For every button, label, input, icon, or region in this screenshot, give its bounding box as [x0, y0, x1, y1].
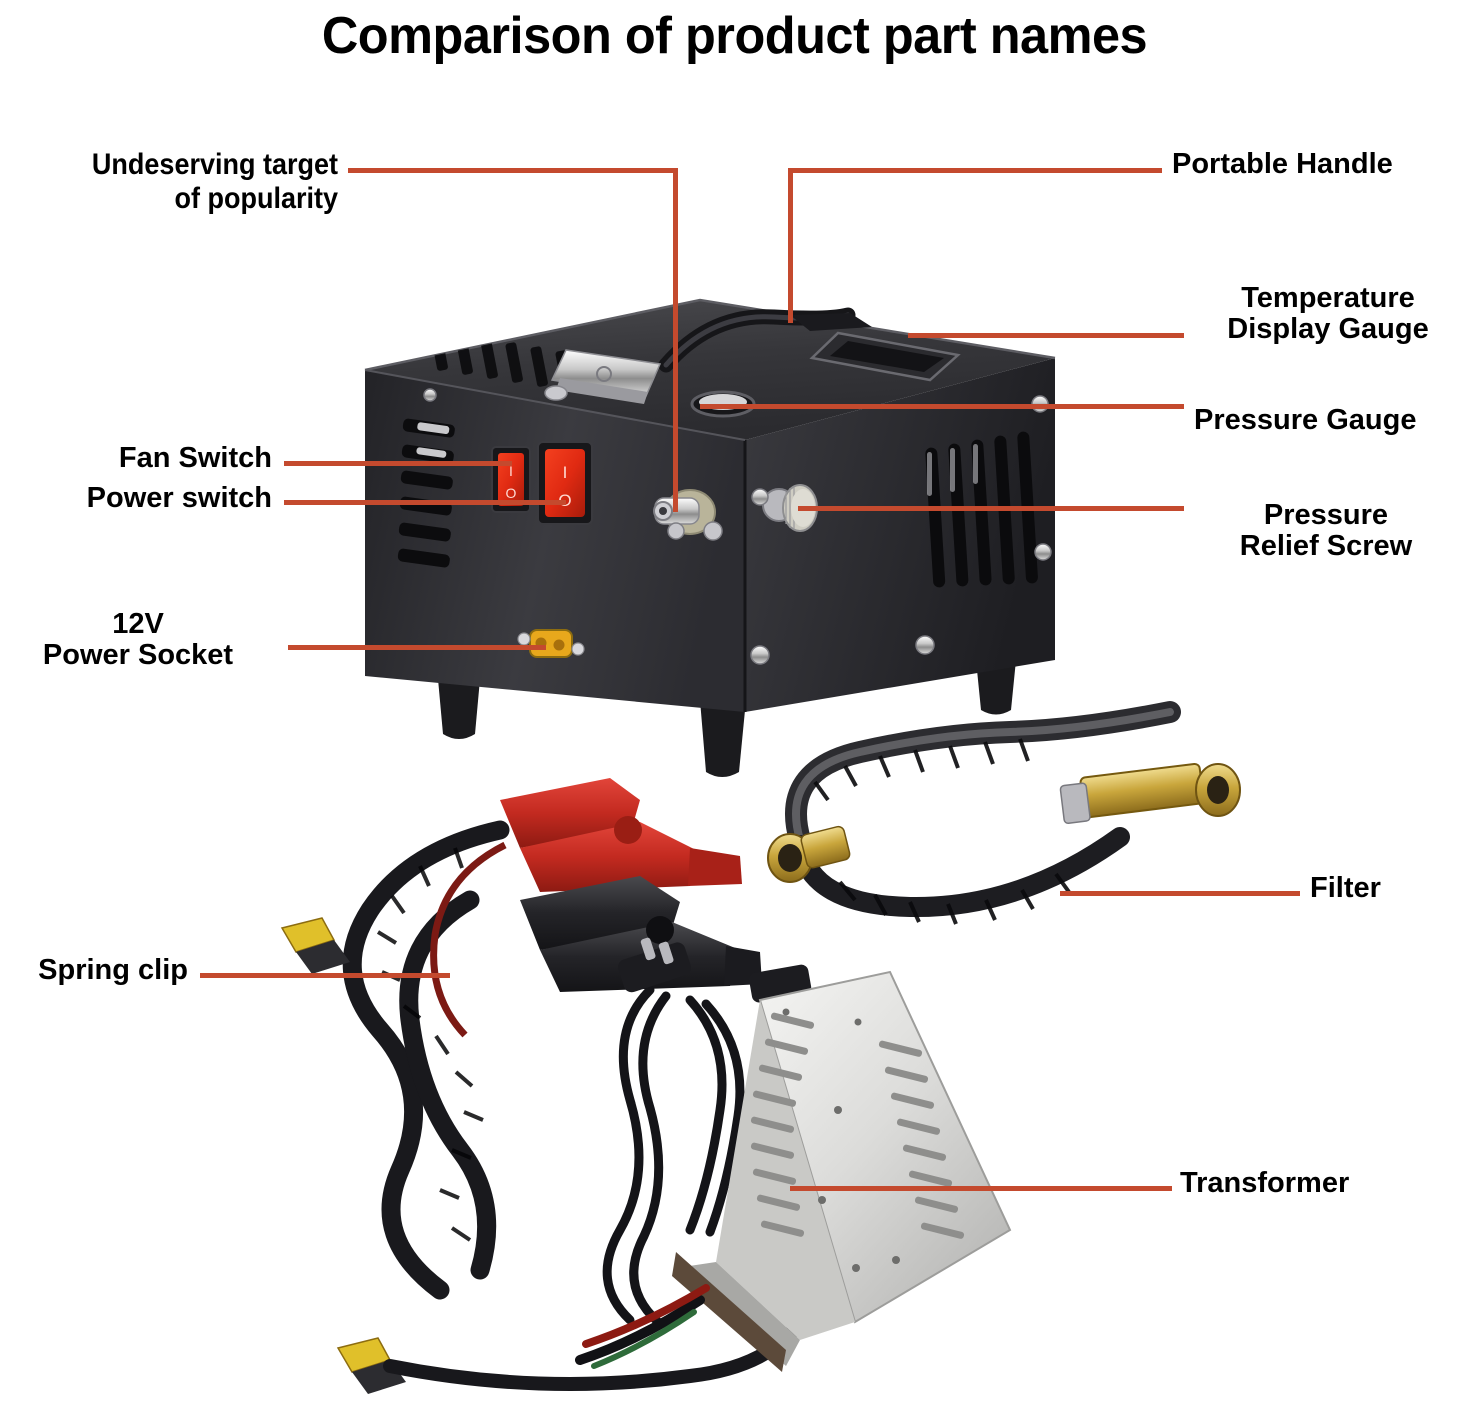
svg-text:I: I — [563, 463, 568, 482]
label-spring-clip: Spring clip — [38, 954, 188, 986]
power-switch-part: I O — [537, 441, 593, 525]
leader-pressure-gauge-h — [700, 404, 1184, 409]
label-fan-switch: Fan Switch — [118, 442, 272, 474]
filter-hose — [767, 701, 1241, 925]
spring-clip-red — [500, 778, 742, 892]
top-bracket — [544, 349, 662, 404]
temperature-display-gauge-part — [809, 331, 961, 382]
leader-handle-h — [788, 168, 1162, 173]
leader-temperature-h — [908, 333, 1184, 338]
svg-text:O: O — [506, 485, 517, 501]
leader-handle-v — [788, 168, 793, 323]
label-pressure-gauge: Pressure Gauge — [1194, 404, 1417, 436]
page-title: Comparison of product part names — [321, 7, 1148, 65]
label-filter: Filter — [1310, 872, 1381, 904]
transformer-unit — [575, 970, 1012, 1372]
svg-text:I: I — [509, 463, 513, 479]
filter-body — [1059, 762, 1241, 825]
label-power-socket: 12V Power Socket — [42, 608, 234, 672]
leader-fan-switch-h — [284, 461, 512, 466]
label-portable-handle: Portable Handle — [1172, 148, 1393, 180]
leader-transformer-h — [790, 1186, 1172, 1191]
leader-undeserving-v — [673, 168, 678, 512]
leader-undeserving-h — [348, 168, 678, 173]
label-undeserving-target: Undeserving target of popularity — [91, 148, 338, 215]
label-temperature-display-gauge: Temperature Display Gauge — [1227, 282, 1429, 346]
label-transformer: Transformer — [1180, 1167, 1350, 1199]
ac-power-cord — [602, 937, 812, 1327]
hose-fitting-left — [767, 825, 851, 883]
leader-relief-screw-h — [798, 506, 1184, 511]
leader-spring-clip-h — [200, 973, 450, 978]
leader-power-socket-h — [288, 645, 546, 650]
cable-xt60-upper — [280, 917, 350, 974]
power-socket-part — [517, 629, 585, 658]
leader-filter-h — [1060, 891, 1300, 896]
leader-power-switch-h — [284, 500, 566, 505]
ac-plug — [618, 937, 691, 993]
label-power-switch: Power switch — [86, 482, 272, 514]
compressor-unit: I O I O — [364, 298, 1056, 777]
label-pressure-relief-screw: Pressure Relief Screw — [1239, 499, 1413, 563]
